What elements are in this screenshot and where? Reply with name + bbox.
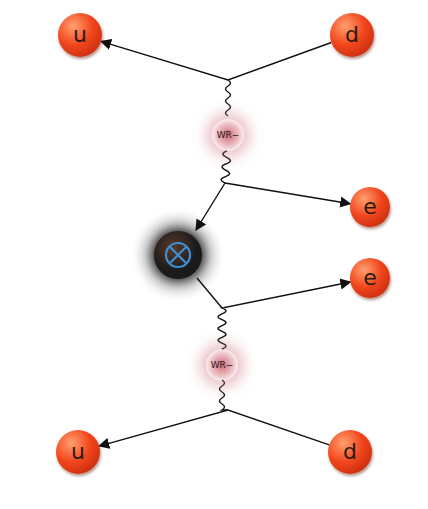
boson-fermion-line bbox=[218, 282, 350, 349]
particle-label: d bbox=[345, 24, 359, 46]
particle-ball: d bbox=[328, 430, 372, 474]
boson-blob: WR− bbox=[212, 119, 244, 151]
particle-ball: e bbox=[350, 187, 390, 227]
otimes-symbol bbox=[166, 243, 190, 267]
boson-fermion-line bbox=[221, 151, 350, 204]
boson-line bbox=[220, 380, 229, 410]
boson-blob: WR− bbox=[206, 349, 238, 381]
mass-insertion-glow bbox=[130, 207, 226, 303]
particle-ball: e bbox=[350, 258, 390, 298]
particle-ball: u bbox=[56, 430, 100, 474]
fermion-line bbox=[197, 278, 222, 308]
particle-label: u bbox=[73, 24, 87, 46]
boson-line bbox=[226, 80, 231, 116]
fermion-line bbox=[101, 41, 331, 80]
fermion-line bbox=[196, 183, 225, 230]
particle-label: e bbox=[363, 196, 377, 218]
otimes-symbol bbox=[170, 247, 187, 264]
otimes-symbol bbox=[170, 247, 187, 264]
particle-label: e bbox=[363, 267, 377, 289]
particle-label: u bbox=[71, 441, 85, 463]
boson-label: WR− bbox=[211, 361, 234, 370]
fermion-line bbox=[99, 410, 329, 446]
particle-ball: u bbox=[58, 13, 102, 57]
particle-ball: d bbox=[330, 13, 374, 57]
boson-label: WR− bbox=[217, 131, 240, 140]
particle-label: d bbox=[343, 441, 357, 463]
mass-insertion-core bbox=[154, 231, 202, 279]
